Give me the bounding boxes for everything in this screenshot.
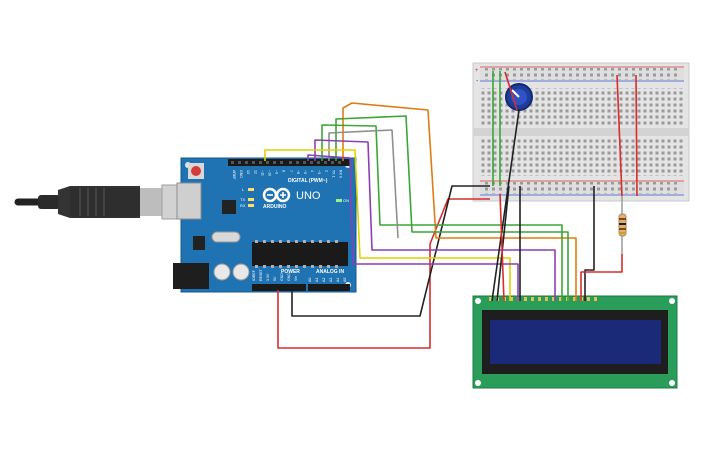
- on-label: ON: [343, 198, 349, 203]
- arduino-logo-icon: [262, 187, 291, 203]
- wire-green-2: [321, 124, 563, 301]
- l-label: L: [242, 187, 245, 192]
- l-led: [248, 188, 254, 191]
- pin-label: A3: [329, 278, 333, 282]
- usb-b-port: [176, 182, 202, 220]
- pin-label: ~6: [296, 170, 300, 174]
- analog-header[interactable]: [308, 284, 350, 291]
- wire-purple: [314, 139, 556, 301]
- tx-label: TX: [240, 197, 245, 202]
- wire-red-5v: [277, 198, 490, 349]
- pin-label: 13: [246, 170, 250, 174]
- pin-label: IOREF: [252, 269, 256, 281]
- wire-yellow: [264, 149, 511, 301]
- power-label: POWER: [281, 269, 300, 275]
- pin-label: 8: [282, 170, 286, 172]
- lcd-16x2-module[interactable]: [472, 295, 678, 389]
- power-jack: [173, 263, 209, 289]
- pin-label: ~10: [268, 170, 272, 176]
- arduino-uno-board[interactable]: L TX RX ON ARDUINO UNO DIGITAL (PWM~) PO…: [173, 157, 357, 293]
- wire-grey: [328, 129, 399, 239]
- capacitor: [213, 263, 231, 281]
- digital-label: DIGITAL (PWM~): [288, 178, 328, 184]
- wire-orange: [342, 102, 577, 301]
- rx-label: RX: [240, 203, 246, 208]
- pin-label: RESET: [259, 268, 263, 281]
- power-header[interactable]: [252, 284, 306, 291]
- wire-black-lcd-4: [584, 186, 595, 301]
- resistor[interactable]: [618, 196, 627, 254]
- rail-plus-label: +: [475, 68, 479, 74]
- pin-label: Vin: [294, 276, 298, 281]
- analog-label: ANALOG IN: [316, 269, 344, 275]
- pin-label: ~11: [260, 170, 264, 176]
- pin-label: 2: [324, 170, 328, 172]
- wire-red-pot: [504, 71, 518, 111]
- capacitor: [232, 263, 250, 281]
- rail-minus-label: -: [476, 78, 479, 85]
- wire-black-gnd: [291, 185, 490, 317]
- wire-red-resistor: [580, 254, 623, 301]
- wire-black-lcd-2: [496, 185, 510, 302]
- crystal: [211, 231, 241, 243]
- pin-label: 3.3V: [266, 273, 270, 281]
- lcd-screen: [490, 320, 661, 364]
- pin-label: A4: [336, 278, 340, 282]
- usb-cable[interactable]: [14, 184, 199, 220]
- wires[interactable]: [264, 71, 638, 349]
- pin-label: ~9: [275, 170, 279, 174]
- pin-label: GND: [287, 273, 291, 281]
- pin-label: GND: [239, 170, 243, 178]
- wire-red-rail-right-2: [635, 74, 638, 197]
- pin-label: A0: [308, 278, 312, 282]
- pin-label: A5: [343, 278, 347, 282]
- pin-label: 5V: [273, 276, 277, 281]
- on-led: [336, 199, 342, 202]
- pin-label: GND: [280, 273, 284, 281]
- arduino-model: UNO: [296, 190, 321, 202]
- pin-label: ~5: [303, 170, 307, 174]
- atmega-chip: [252, 242, 348, 266]
- pin-label: AREF: [232, 170, 236, 180]
- arduino-brand: ARDUINO: [263, 204, 286, 210]
- pin-label: RX 0: [339, 170, 343, 178]
- potentiometer[interactable]: [505, 83, 533, 111]
- rx-led: [248, 204, 254, 207]
- tx-led: [248, 198, 254, 201]
- wire-red-rail-right: [616, 74, 623, 197]
- wire-purple-2: [307, 154, 519, 301]
- wire-black-lcd-1: [491, 109, 520, 302]
- pin-label: A1: [315, 278, 319, 282]
- pin-label: TX 1: [331, 170, 335, 178]
- wire-red-lcd: [499, 193, 505, 302]
- pin-label: 4: [310, 170, 314, 172]
- breadboard[interactable]: + -: [472, 62, 690, 202]
- pin-label: ~3: [317, 170, 321, 174]
- pin-label: A2: [322, 278, 326, 282]
- pin-label: 7: [289, 170, 293, 172]
- pin-label: 12: [253, 170, 257, 174]
